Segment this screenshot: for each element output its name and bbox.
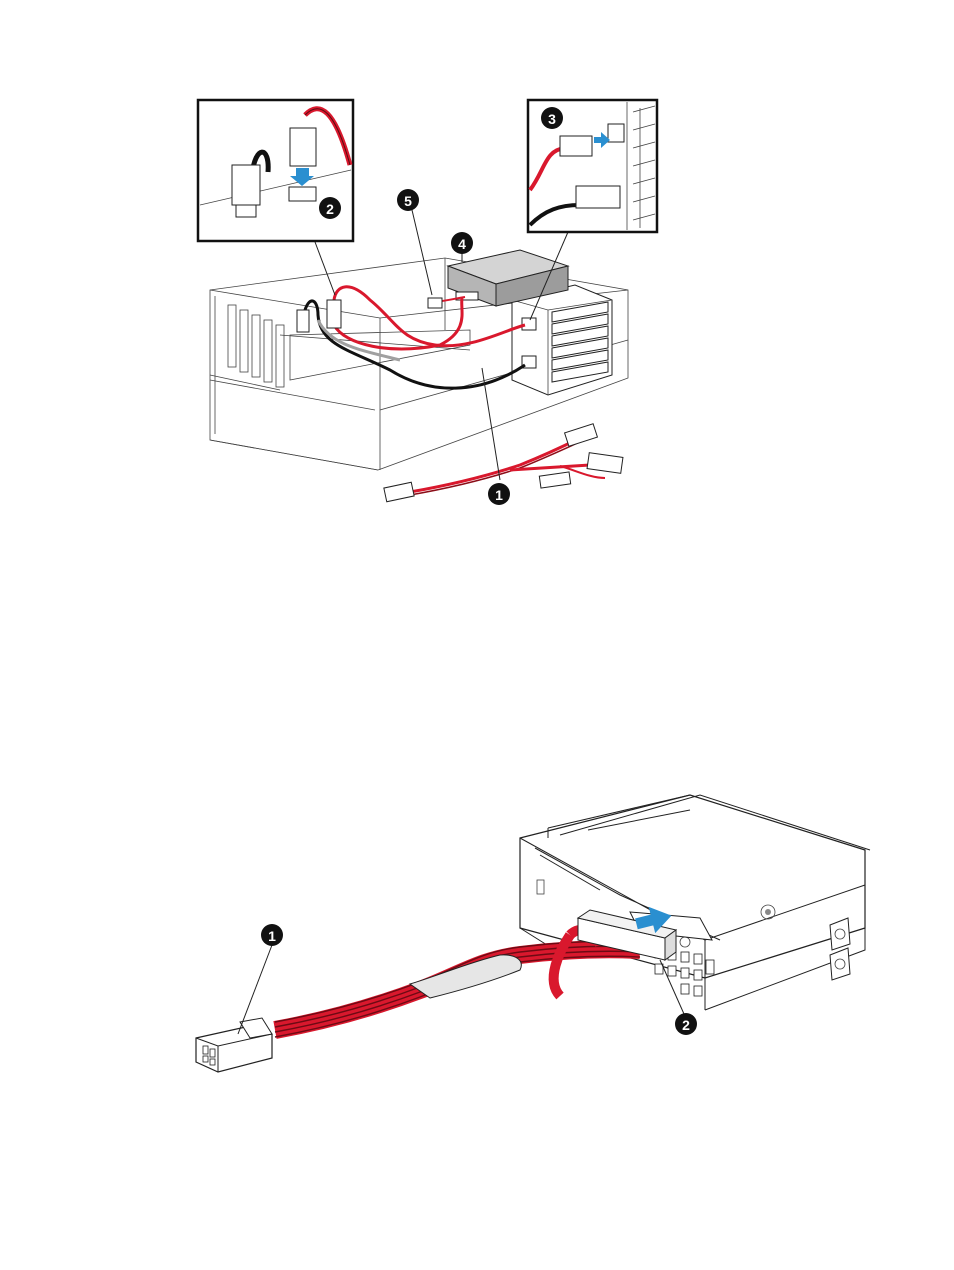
- inset-detail-2: [198, 100, 353, 241]
- callout-1-label: 1: [495, 487, 503, 503]
- callout-1: 1: [488, 483, 510, 505]
- figure-2-callout-1: 1: [261, 924, 283, 946]
- callout-4: 4: [451, 232, 473, 254]
- callout-3-label: 3: [548, 111, 556, 127]
- callout-2-label: 2: [326, 201, 334, 217]
- figure-1-chassis-cabling: 2 3 5 4 1: [198, 100, 657, 505]
- figure-2-callout-2-label: 2: [682, 1017, 690, 1033]
- tape-drive-body: [520, 795, 870, 1010]
- callout-3: 3: [541, 107, 563, 129]
- callout-5: 5: [397, 189, 419, 211]
- figure-2-callout-2: 2: [675, 1013, 697, 1035]
- figure-2-drive-connection: 1 2: [196, 795, 870, 1072]
- callout-2: 2: [319, 197, 341, 219]
- callout-5-label: 5: [404, 193, 412, 209]
- drive-bay-stack: [512, 285, 612, 395]
- callout-4-label: 4: [458, 236, 466, 252]
- expansion-slots: [228, 305, 284, 387]
- figure-2-callout-1-label: 1: [268, 928, 276, 944]
